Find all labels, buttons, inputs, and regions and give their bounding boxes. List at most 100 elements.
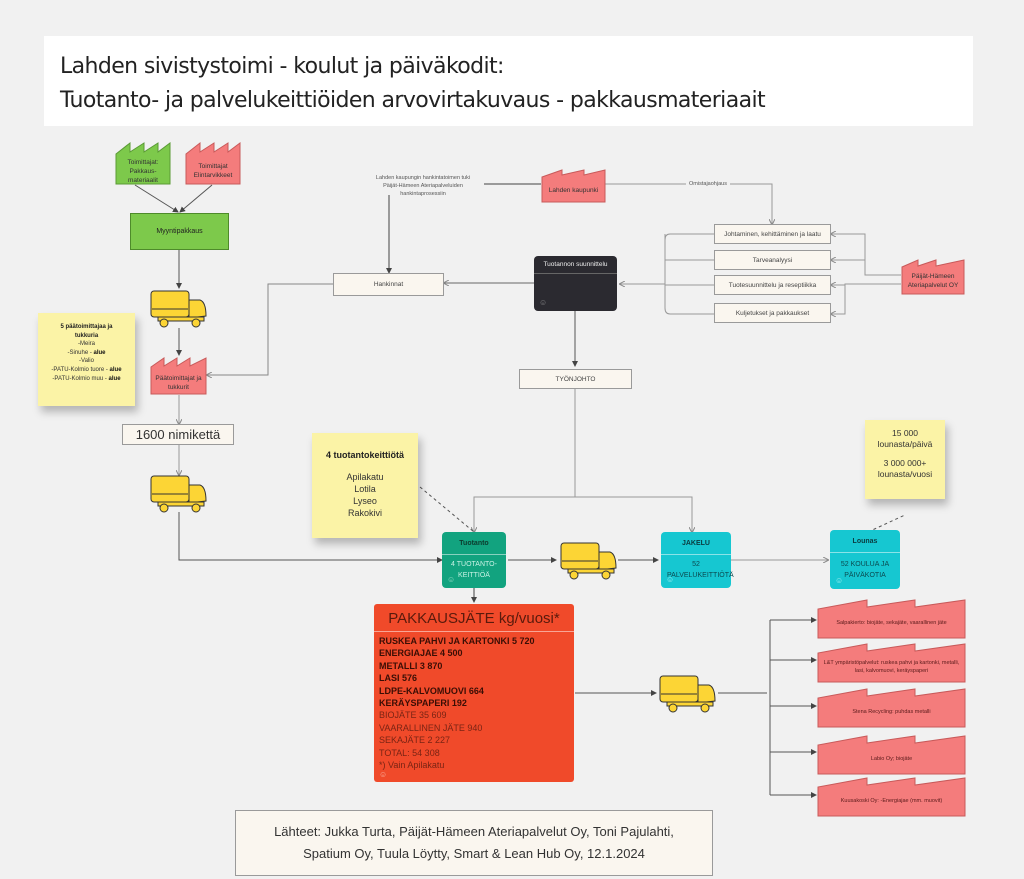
card-title: Lounas	[830, 530, 900, 553]
line-food-to-retail	[179, 184, 213, 213]
lunch-per-day-label: lounasta/päivä	[877, 439, 933, 449]
supplier-name: -Meira	[77, 341, 95, 348]
factory-label: Päijät-Hämeen Ateriapalvelut OY	[907, 272, 959, 289]
function-box[interactable]: Tuotesuunnittelu ja reseptiikka	[714, 275, 831, 295]
sticky-item: -PATU-Kolmio tuore - alue	[38, 366, 135, 375]
factory-label: Toimittajat Elintarvikkeet	[193, 163, 233, 180]
stage-card-lunch[interactable]: Lounas 52 KOULUA JA PÄIVÄKOTIA ☺	[830, 530, 900, 589]
factory-icon	[150, 357, 207, 395]
waste-row: *) Vain Apilakatu	[379, 760, 445, 771]
supervision-box[interactable]: TYÖNJOHTO	[519, 369, 632, 389]
factory-label: Lahden kaupunki	[548, 186, 599, 194]
production-planning-card[interactable]: Tuotannon suunnittelu ☺	[534, 256, 617, 311]
factory-icon	[817, 643, 966, 683]
truck-icon	[659, 675, 716, 713]
function-box[interactable]: Tarveanalyysi	[714, 250, 831, 270]
supplier-scope: alue	[93, 349, 106, 356]
waste-row: KERÄYSPAPERI 192	[379, 698, 467, 709]
sticky-item: -PATU-Kolmio muu - alue	[38, 375, 135, 384]
factory-recycler[interactable]: Stena Recycling: puhdas metalli	[817, 686, 966, 728]
lunch-per-day-value: 15 000	[892, 428, 918, 438]
factory-icon	[817, 688, 966, 728]
factory-icon	[817, 777, 966, 817]
supplier-name: -Sinuhe -	[67, 349, 94, 356]
line-procurement-to-wholesaler	[207, 283, 333, 375]
card-title: JAKELU	[661, 532, 731, 555]
stage-card-production[interactable]: Tuotanto 4 TUOTANTO-KEITTIÖÄ ☺	[442, 532, 506, 588]
sticky-main-suppliers[interactable]: 5 päätoimittajaa ja tukkuria -Meira-Sinu…	[38, 313, 135, 406]
waste-row: METALLI 3 870	[379, 660, 443, 671]
factory-label: Päätoimittajat ja tukkurit	[155, 374, 202, 391]
waste-row: SEKAJÄTE 2 227	[379, 735, 451, 746]
factory-recycler[interactable]: Kuusakoski Oy: -Energiajae (mm. muovit)	[817, 775, 966, 817]
factory-icon	[817, 735, 966, 775]
waste-row: RUSKEA PAHVI JA KARTONKI 5 720	[379, 636, 535, 646]
card-title: PAKKAUSJÄTE kg/vuosi*	[374, 604, 574, 632]
card-body: 52 PALVELUKEITTIÖTÄ	[667, 561, 734, 579]
card-body: 4 TUOTANTO-KEITTIÖÄ	[451, 561, 497, 579]
retail-packaging-box[interactable]: Myyntipakkaus	[130, 213, 229, 250]
sticky-title: 4 tuotantokeittiötä	[326, 450, 404, 460]
supplier-name: -PATU-Kolmio muu -	[52, 375, 109, 382]
city-procurement-note: Lahden kaupungin hankintatoimen tuki Päi…	[375, 175, 471, 197]
supplier-name: -PATU-Kolmio tuore -	[51, 366, 110, 373]
factory-recycler[interactable]: Labio Oy; biojäte	[817, 733, 966, 775]
factory-packaging-suppliers[interactable]: Toimittajat: Pakkaus-materiaalit	[115, 140, 171, 185]
factory-label: L&T ympäristöpalvelut: ruskea pahvi ja k…	[823, 660, 960, 675]
line-city-ownership	[604, 183, 772, 224]
line-packaging-to-retail	[134, 184, 179, 213]
supplier-name: -Valio	[79, 358, 94, 365]
factory-icon	[901, 259, 965, 295]
factory-icon	[185, 141, 241, 185]
waste-row: ENERGIAJAE 4 500	[379, 648, 463, 659]
sticky-lunches[interactable]: 15 000 lounasta/päivä 3 000 000+ lounast…	[865, 420, 945, 499]
factory-recycler[interactable]: L&T ympäristöpalvelut: ruskea pahvi ja k…	[817, 641, 966, 683]
factory-icon	[817, 599, 966, 639]
sticky-item: -Meira	[38, 340, 135, 349]
factory-label: Salpakierto: biojäte, sekajäte, vaaralli…	[836, 620, 947, 627]
user-icon: ☺	[835, 576, 844, 585]
lunch-per-year-label: lounasta/vuosi	[877, 469, 933, 479]
user-icon: ☺	[447, 575, 456, 584]
card-title: Tuotanto	[442, 532, 506, 555]
truck-icon	[560, 542, 617, 580]
factory-ateriapalvelut[interactable]: Päijät-Hämeen Ateriapalvelut OY	[901, 257, 965, 295]
kitchen-item: Apilakatu	[346, 472, 384, 482]
user-icon: ☺	[666, 575, 675, 584]
factory-label: Toimittajat: Pakkaus-materiaalit	[127, 158, 159, 184]
packaging-waste-card[interactable]: PAKKAUSJÄTE kg/vuosi* RUSKEA PAHVI JA KA…	[374, 604, 574, 782]
waste-row: VAARALLINEN JÄTE 940	[379, 722, 483, 733]
factory-wholesalers[interactable]: Päätoimittajat ja tukkurit	[150, 355, 207, 395]
line-functions-to-planning	[620, 234, 666, 284]
lunch-per-year-value: 3 000 000+	[883, 458, 927, 468]
user-icon: ☺	[379, 770, 388, 779]
truck-icon	[150, 475, 207, 513]
factory-label: Labio Oy; biojäte	[870, 756, 913, 763]
factory-food-suppliers[interactable]: Toimittajat Elintarvikkeet	[185, 140, 241, 185]
waste-row: LASI 576	[379, 673, 418, 684]
function-box[interactable]: Kuljetukset ja pakkaukset	[714, 303, 831, 323]
user-icon: ☺	[539, 298, 548, 307]
factory-lahti-city[interactable]: Lahden kaupunki	[541, 167, 606, 203]
title-line-2: Tuotanto- ja palvelukeittiöiden arvovirt…	[60, 88, 766, 113]
card-title: Tuotannon suunnittelu	[534, 256, 617, 274]
sticky-item: -Valio	[38, 357, 135, 366]
supplier-scope: alue	[109, 366, 122, 373]
stage-card-distribution[interactable]: JAKELU 52 PALVELUKEITTIÖTÄ ☺	[661, 532, 734, 588]
factory-icon	[541, 169, 606, 203]
factory-recycler[interactable]: Salpakierto: biojäte, sekajäte, vaaralli…	[817, 597, 966, 639]
kitchen-item: Lotila	[354, 484, 376, 494]
sticky-item: -Sinuhe - alue	[38, 349, 135, 358]
waste-row: BIOJÄTE 35 609	[379, 710, 447, 721]
items-count-box[interactable]: 1600 nimikettä	[122, 424, 234, 445]
sources-box: Lähteet: Jukka Turta, Päijät-Hämeen Ater…	[235, 810, 713, 876]
sticky-title: 5 päätoimittajaa ja tukkuria	[60, 324, 113, 339]
kitchen-item: Lyseo	[353, 496, 377, 506]
function-box[interactable]: Johtaminen, kehittäminen ja laatu	[714, 224, 831, 244]
factory-label: Stena Recycling: puhdas metalli	[852, 709, 931, 716]
procurement-box[interactable]: Hankinnat	[333, 273, 444, 296]
